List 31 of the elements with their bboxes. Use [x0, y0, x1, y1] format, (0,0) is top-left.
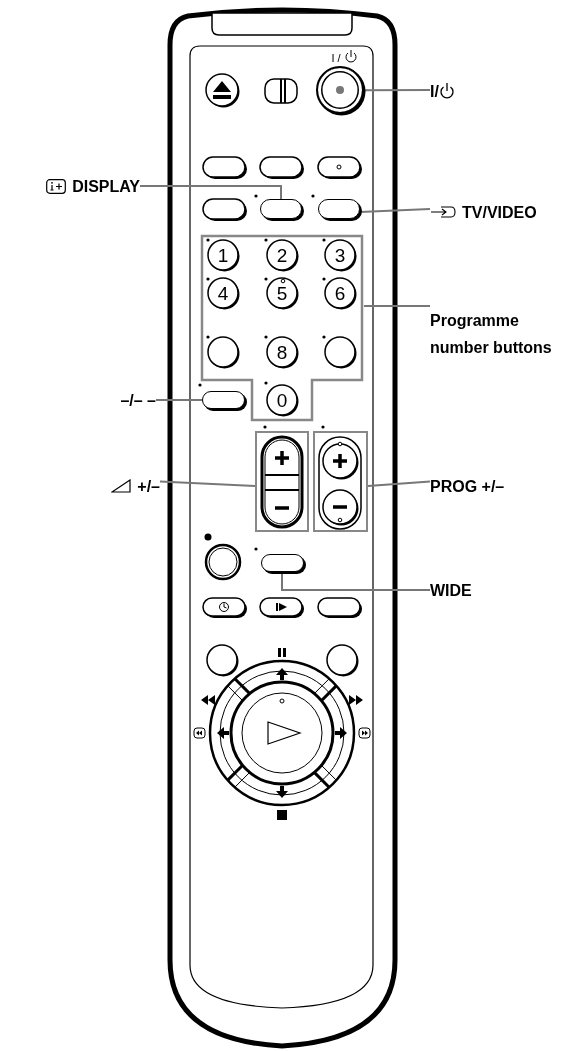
- remote-button: [202, 391, 245, 409]
- callout-label: TV/VIDEO: [462, 202, 537, 223]
- digit-label: 4: [217, 283, 229, 303]
- remote-button: [261, 554, 304, 572]
- digit-label: 5: [276, 283, 288, 303]
- digit-label: 6: [334, 283, 346, 303]
- leader-line: [367, 480, 431, 487]
- digit-label: 0: [276, 390, 288, 410]
- callout-label: DISPLAY: [72, 176, 140, 197]
- leader-line: [139, 185, 282, 200]
- leader-line: [363, 89, 431, 92]
- button-group-outline: [255, 431, 309, 532]
- callout-label: –/– –: [120, 390, 156, 411]
- callout-label: I/: [430, 81, 439, 102]
- remote-button: [318, 199, 360, 219]
- callout-label: +/–: [137, 476, 160, 497]
- digit-label: 1: [217, 245, 229, 265]
- digit-label: 3: [334, 245, 346, 265]
- leader-line: [155, 399, 203, 401]
- leader-line: [363, 305, 431, 307]
- callout-label: PROG +/–: [430, 476, 505, 497]
- button-group-outline: [200, 234, 364, 422]
- leader-line: [359, 208, 431, 213]
- callout-label: WIDE: [430, 580, 472, 601]
- callout-label: Programme number buttons: [430, 311, 553, 358]
- leader-line: [281, 571, 431, 591]
- digit-label: 2: [276, 245, 288, 265]
- button-group-outline: [313, 431, 368, 532]
- remote-button: [260, 199, 302, 219]
- digit-label: 8: [276, 342, 288, 362]
- leader-line: [159, 480, 256, 487]
